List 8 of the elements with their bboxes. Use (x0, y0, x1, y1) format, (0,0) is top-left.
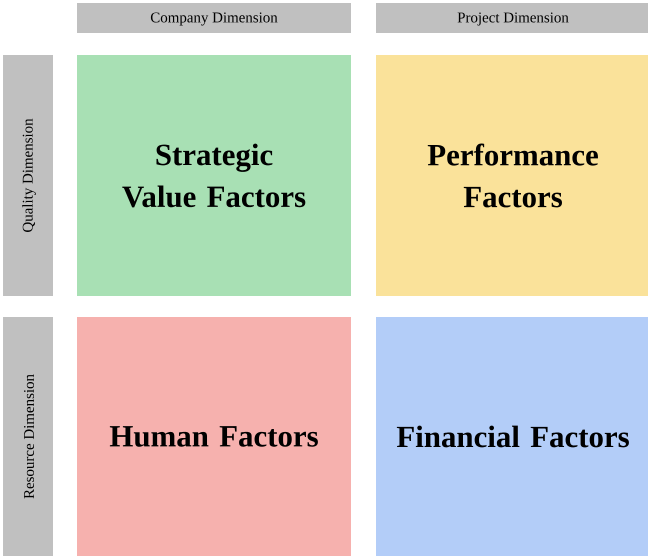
factor-box: Strategic Value Factors (77, 55, 351, 296)
row-header: Quality Dimension (3, 55, 53, 296)
factor-box: Performance Factors (376, 55, 648, 296)
column-header: Project Dimension (376, 3, 648, 33)
column-header: Company Dimension (77, 3, 351, 33)
factor-box: Financial Factors (376, 317, 648, 556)
row-header: Resource Dimension (3, 317, 53, 556)
factor-box: Human Factors (77, 317, 351, 556)
